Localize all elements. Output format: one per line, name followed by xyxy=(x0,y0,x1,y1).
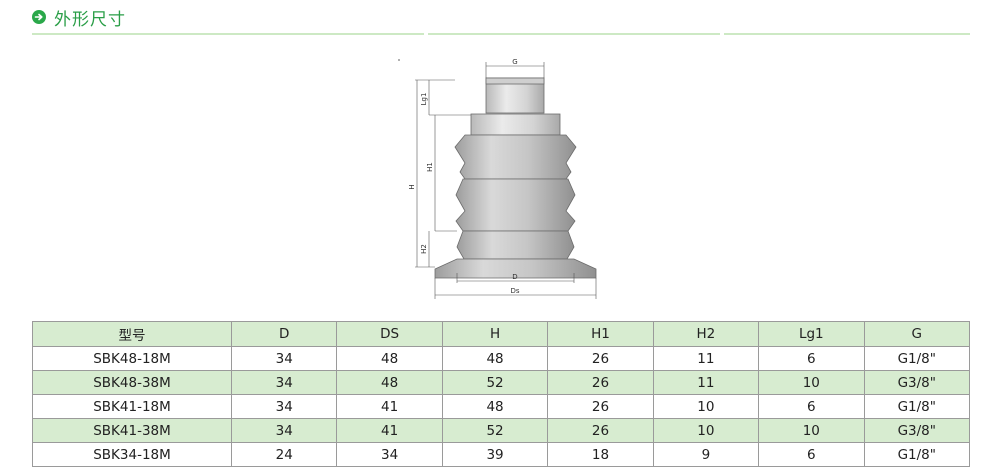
cell-g: G1/8" xyxy=(863,346,971,371)
table-row: SBK41-38M 34 41 52 26 10 10 G3/8" xyxy=(32,418,971,443)
table-row: SBK34-18M 24 34 39 18 9 6 G1/8" xyxy=(32,442,971,467)
dim-label-d: D xyxy=(512,273,517,281)
cell-h: 52 xyxy=(441,370,549,395)
cell-h1: 18 xyxy=(547,442,654,467)
col-header-h2: H2 xyxy=(652,321,760,347)
cell-ds: 48 xyxy=(336,370,443,395)
cell-h2: 10 xyxy=(652,418,760,443)
cell-lg1: 10 xyxy=(758,418,865,443)
table-row: SBK48-18M 34 48 48 26 11 6 G1/8" xyxy=(32,346,971,371)
cell-lg1: 6 xyxy=(758,346,865,371)
col-header-model: 型号 xyxy=(32,321,232,347)
col-header-h: H xyxy=(441,321,549,347)
col-header-lg1: Lg1 xyxy=(758,321,865,347)
cell-d: 34 xyxy=(230,370,338,395)
cell-h1: 26 xyxy=(547,418,654,443)
cell-lg1: 6 xyxy=(758,442,865,467)
cell-h: 48 xyxy=(441,346,549,371)
arrow-right-circle-icon xyxy=(32,10,46,24)
col-header-d: D xyxy=(230,321,338,347)
cell-model: SBK41-18M xyxy=(32,394,232,419)
header-rule xyxy=(724,33,970,35)
cell-g: G1/8" xyxy=(863,442,971,467)
dimension-table: 型号 D DS H H1 H2 Lg1 G SBK48-18M 34 48 48… xyxy=(32,321,971,467)
cell-g: G3/8" xyxy=(863,418,971,443)
dim-label-h2: H2 xyxy=(420,244,428,254)
cell-h2: 11 xyxy=(652,370,760,395)
cell-h: 39 xyxy=(441,442,549,467)
cell-h: 52 xyxy=(441,418,549,443)
cell-h1: 26 xyxy=(547,370,654,395)
cell-ds: 41 xyxy=(336,394,443,419)
cell-d: 34 xyxy=(230,394,338,419)
dim-label-h: H xyxy=(408,184,416,189)
section-header: 外形尺寸 xyxy=(32,4,126,30)
table-header-row: 型号 D DS H H1 H2 Lg1 G xyxy=(32,321,971,347)
cell-model: SBK41-38M xyxy=(32,418,232,443)
dim-label-lg1: Lg1 xyxy=(420,93,428,106)
cell-h1: 26 xyxy=(547,346,654,371)
cell-model: SBK48-38M xyxy=(32,370,232,395)
cell-ds: 48 xyxy=(336,346,443,371)
dimension-lines xyxy=(415,62,597,299)
bellows-cup-drawing: G Lg1 H1 H H2 D Ds xyxy=(408,58,597,299)
cell-ds: 41 xyxy=(336,418,443,443)
hex-nut xyxy=(470,113,561,136)
dim-label-h1: H1 xyxy=(426,162,434,172)
table-row: SBK48-38M 34 48 52 26 11 10 G3/8" xyxy=(32,370,971,395)
cell-h2: 9 xyxy=(652,442,760,467)
table-row: SBK41-18M 34 41 48 26 10 6 G1/8" xyxy=(32,394,971,419)
bellows-middle xyxy=(455,178,576,232)
cell-h2: 10 xyxy=(652,394,760,419)
header-rule xyxy=(32,33,424,35)
cell-h2: 11 xyxy=(652,346,760,371)
cell-lg1: 6 xyxy=(758,394,865,419)
cell-lg1: 10 xyxy=(758,370,865,395)
cell-g: G3/8" xyxy=(863,370,971,395)
dimension-labels: G Lg1 H1 H H2 D Ds xyxy=(408,58,520,295)
part-body xyxy=(434,77,597,279)
cell-ds: 34 xyxy=(336,442,443,467)
bellows-upper xyxy=(454,134,577,180)
section-title: 外形尺寸 xyxy=(54,9,126,30)
cell-d: 34 xyxy=(230,346,338,371)
col-header-g: G xyxy=(863,321,971,347)
dim-label-ds: Ds xyxy=(510,287,519,295)
cell-h1: 26 xyxy=(547,394,654,419)
cell-d: 24 xyxy=(230,442,338,467)
header-rule xyxy=(428,33,720,35)
cell-model: SBK34-18M xyxy=(32,442,232,467)
bellows-lower xyxy=(456,230,575,260)
dim-label-g: G xyxy=(512,58,517,66)
col-header-ds: DS xyxy=(336,321,443,347)
cell-g: G1/8" xyxy=(863,394,971,419)
cell-d: 34 xyxy=(230,418,338,443)
cell-model: SBK48-18M xyxy=(32,346,232,371)
cell-h: 48 xyxy=(441,394,549,419)
col-header-h1: H1 xyxy=(547,321,654,347)
